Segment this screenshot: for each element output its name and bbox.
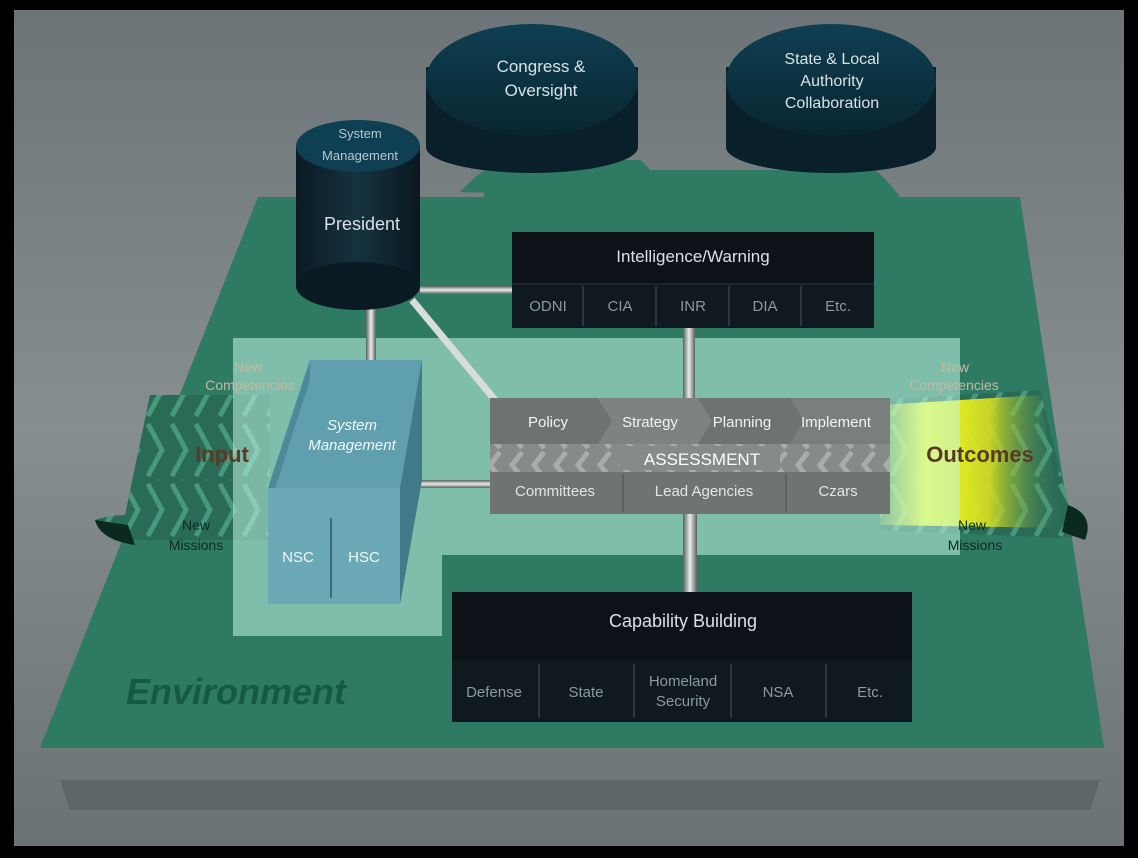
congress-label-line2: Oversight [505, 81, 578, 100]
intelligence-cell-cia: CIA [607, 298, 632, 315]
process-step-planning: Planning [713, 414, 771, 431]
intelligence-cell-etc: Etc. [825, 298, 851, 315]
left-new-competencies-line2: Competencies [205, 377, 295, 393]
president-cylinder [296, 120, 420, 310]
right-new-missions-line2: Missions [948, 537, 1002, 553]
intelligence-warning-box [512, 232, 874, 328]
outcomes-label: Outcomes [926, 442, 1034, 467]
congress-label-line1: Congress & [497, 57, 586, 76]
system-management-title-line2: Management [308, 437, 396, 454]
left-new-competencies-line1: New [234, 359, 263, 375]
state-local-label-line2: Authority [800, 73, 863, 90]
intelligence-cell-odni: ODNI [529, 298, 567, 315]
capability-cell-homeland-line2: Security [656, 693, 711, 710]
right-new-competencies-line1: New [941, 359, 970, 375]
environment-label: Environment [126, 671, 348, 712]
process-box [490, 398, 890, 514]
platform-shadow [60, 780, 1100, 810]
state-local-label-line1: State & Local [784, 51, 879, 68]
left-new-missions-line2: Missions [169, 537, 223, 553]
congress-oversight-cap [426, 24, 638, 173]
process-cell-committees: Committees [515, 483, 595, 500]
input-label: Input [195, 442, 249, 467]
right-new-competencies-line2: Competencies [909, 377, 999, 393]
process-cell-lead-agencies: Lead Agencies [655, 483, 753, 500]
capability-cell-nsa: NSA [763, 684, 794, 701]
president-cap-line2: Management [322, 148, 398, 163]
capability-cell-etc: Etc. [857, 684, 883, 701]
capability-building-box [452, 592, 912, 722]
president-cap-line1: System [338, 126, 381, 141]
intelligence-cell-dia: DIA [752, 298, 777, 315]
system-management-cell-nsc: NSC [282, 549, 314, 566]
system-management-box [268, 360, 422, 604]
president-label: President [324, 214, 400, 234]
intelligence-title: Intelligence/Warning [616, 247, 769, 266]
state-local-cap [726, 24, 936, 173]
assessment-label: ASSESSMENT [644, 450, 760, 469]
capability-cell-defense: Defense [466, 684, 522, 701]
process-step-implement: Implement [801, 414, 872, 431]
capability-cell-state: State [568, 684, 603, 701]
input-ribbon [95, 395, 270, 545]
capability-title: Capability Building [609, 611, 757, 631]
process-step-policy: Policy [528, 414, 569, 431]
intelligence-cell-inr: INR [680, 298, 706, 315]
right-new-missions-line1: New [958, 517, 987, 533]
process-cell-czars: Czars [818, 483, 857, 500]
capability-cell-homeland-line1: Homeland [649, 673, 717, 690]
left-new-missions-line1: New [182, 517, 211, 533]
process-step-strategy: Strategy [622, 414, 678, 431]
state-local-label-line3: Collaboration [785, 95, 879, 112]
system-management-cell-hsc: HSC [348, 549, 380, 566]
system-management-title-line1: System [327, 417, 377, 434]
